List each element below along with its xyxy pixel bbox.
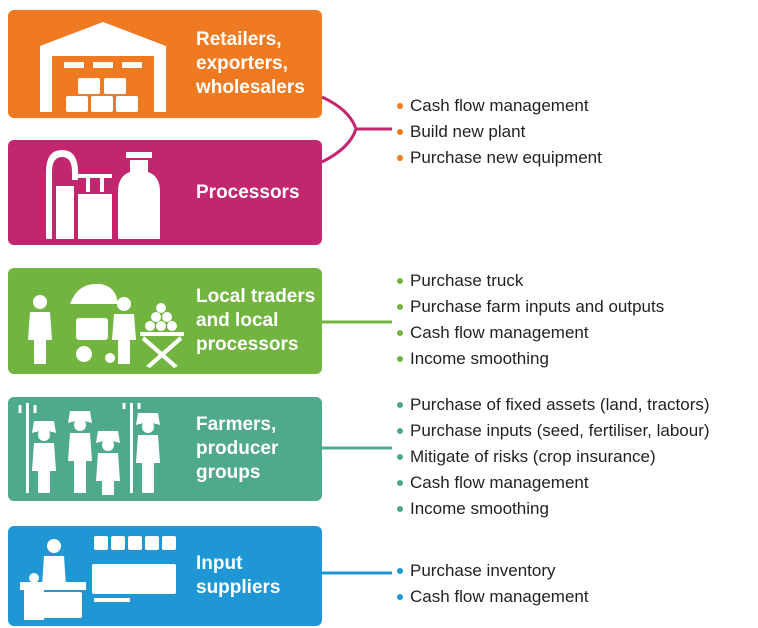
tier-box-input-suppliers: Input suppliers	[8, 526, 322, 626]
market-stall-traders-icon	[28, 283, 184, 368]
list-item: Purchase truck	[396, 268, 664, 294]
warehouse-icon	[40, 22, 166, 112]
tier-label-local-traders: Local traders and local processors	[196, 286, 316, 355]
shop-counter-icon	[20, 536, 176, 620]
needs-list-retailers-processors: Cash flow management Build new plant Pur…	[396, 93, 602, 171]
list-item: Build new plant	[396, 119, 602, 145]
list-item: Cash flow management	[396, 320, 664, 346]
list-item: Purchase farm inputs and outputs	[396, 294, 664, 320]
factory-silo-icon	[46, 150, 160, 239]
farmers-pitchfork-icon	[18, 403, 160, 495]
needs-list-local-traders: Purchase truck Purchase farm inputs and …	[396, 268, 664, 372]
tier-box-farmers: Farmers, producer groups	[8, 397, 322, 501]
needs-list-farmers: Purchase of fixed assets (land, tractors…	[396, 392, 710, 522]
list-item: Purchase inventory	[396, 558, 589, 584]
list-item: Cash flow management	[396, 470, 710, 496]
tier-label-retailers: Retailers, exporters, wholesalers	[196, 29, 305, 98]
tier-label-farmers: Farmers, producer groups	[196, 414, 279, 483]
connector-retailers-processors	[321, 95, 392, 164]
list-item: Purchase of fixed assets (land, tractors…	[396, 392, 710, 418]
list-item: Income smoothing	[396, 346, 664, 372]
tier-label-input-suppliers: Input suppliers	[196, 553, 281, 598]
tier-box-retailers: Retailers, exporters, wholesalers	[8, 10, 322, 118]
tier-label-processors: Processors	[196, 181, 300, 203]
tier-box-processors: Processors	[8, 140, 322, 245]
tier-box-local-traders: Local traders and local processors	[8, 268, 322, 374]
list-item: Cash flow management	[396, 584, 589, 610]
list-item: Purchase inputs (seed, fertiliser, labou…	[396, 418, 710, 444]
list-item: Purchase new equipment	[396, 145, 602, 171]
list-item: Cash flow management	[396, 93, 602, 119]
list-item: Mitigate of risks (crop insurance)	[396, 444, 710, 470]
needs-list-input-suppliers: Purchase inventory Cash flow management	[396, 558, 589, 610]
list-item: Income smoothing	[396, 496, 710, 522]
